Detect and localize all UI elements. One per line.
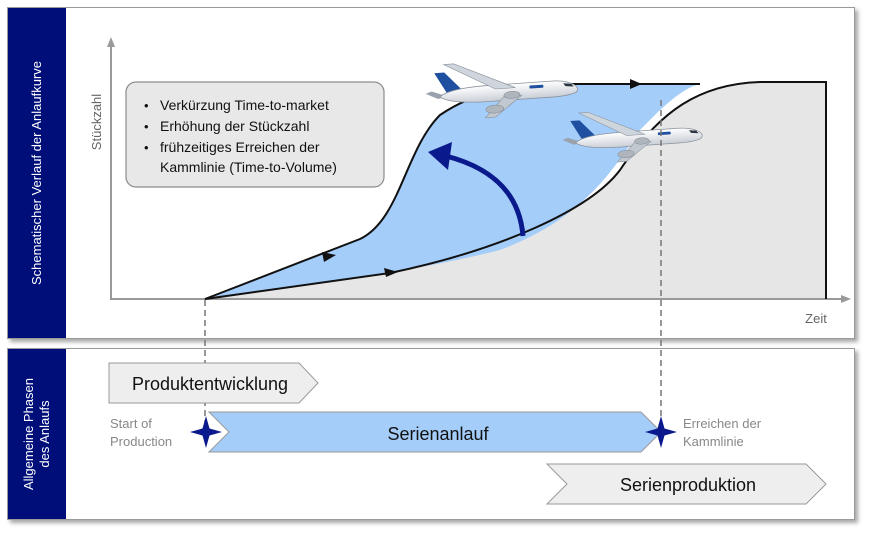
bullet-2-dot: • <box>144 119 149 134</box>
benefit-item-3: frühzeitiges Erreichen der <box>160 139 320 155</box>
phase-serienanlauf-label: Serienanlauf <box>387 424 489 444</box>
y-axis-label: Stückzahl <box>89 94 104 150</box>
benefit-item-4: Kammlinie (Time-to-Volume) <box>160 159 337 175</box>
kammlinie-label-line1: Erreichen der <box>683 416 762 431</box>
start-of-production-label-line1: Start of <box>110 416 152 431</box>
benefit-item-2: Erhöhung der Stückzahl <box>160 118 309 134</box>
bullet-3-dot: • <box>144 140 149 155</box>
phase-serienproduktion-label: Serienproduktion <box>620 475 756 495</box>
x-axis-label: Zeit <box>805 311 827 326</box>
kammlinie-label-line2: Kammlinie <box>683 434 744 449</box>
phase-produktentwicklung-label: Produktentwicklung <box>132 374 288 394</box>
bullet-1-dot: • <box>144 98 149 113</box>
benefit-item-1: Verkürzung Time-to-market <box>160 97 329 113</box>
start-of-production-label-line2: Production <box>110 434 172 449</box>
